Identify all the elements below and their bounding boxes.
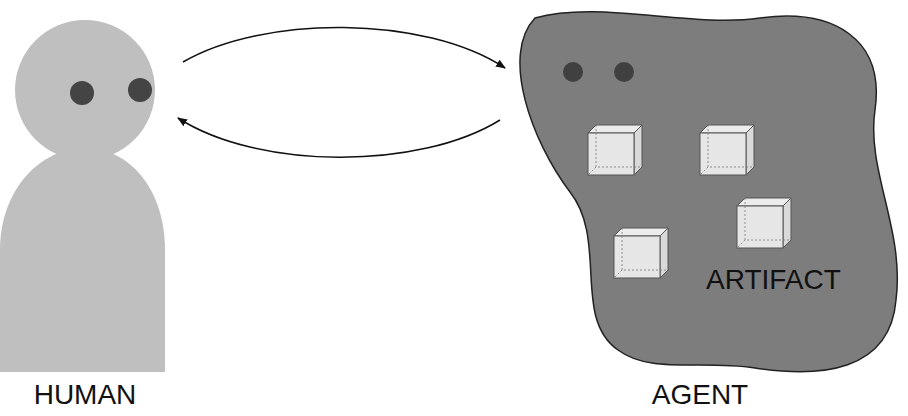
curved-arrow: [178, 118, 500, 157]
agent-node: AGENT: [495, 5, 905, 416]
human-figure: [0, 15, 170, 416]
node-label: HUMAN: [0, 380, 170, 411]
curved-arrow: [183, 27, 505, 68]
node-label: AGENT: [495, 380, 905, 411]
agent-blob: [495, 5, 905, 416]
part-label: ARTIFACT: [706, 265, 841, 296]
human-node: HUMAN: [0, 15, 170, 416]
